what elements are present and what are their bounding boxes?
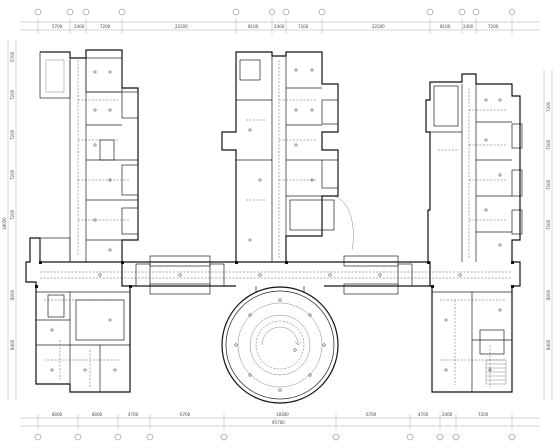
dim-bottom-4: 18300 xyxy=(276,412,289,417)
dim-bottom-1: 8000 xyxy=(92,412,103,417)
dim-right-0: 7200 xyxy=(546,101,551,112)
dim-top-5: 2400 xyxy=(274,24,285,29)
dim-right-4: 8000 xyxy=(546,289,551,300)
main-corridor xyxy=(40,255,512,295)
dim-left-1: 7200 xyxy=(10,89,15,100)
dim-top-10: 7200 xyxy=(488,24,499,29)
right-wing xyxy=(425,73,523,393)
bottom-ticks xyxy=(37,414,513,430)
center-wing xyxy=(221,51,354,263)
circular-hall-fixtures xyxy=(234,298,326,392)
dim-bottom-7: 2400 xyxy=(442,412,453,417)
dim-right-5: 8400 xyxy=(546,339,551,350)
left-wing xyxy=(25,49,139,393)
dim-bottom-3: 6700 xyxy=(180,412,191,417)
dim-bottom-6: 4700 xyxy=(418,412,429,417)
dimension-lines xyxy=(7,8,553,441)
dim-top-0: 5700 xyxy=(52,24,63,29)
top-dimension-text: 5700 2400 7200 22200 8100 2400 7200 2220… xyxy=(52,24,499,29)
dim-right-2: 7200 xyxy=(546,179,551,190)
top-ticks xyxy=(37,18,513,34)
dim-left-3: 7200 xyxy=(10,169,15,180)
circular-hall xyxy=(221,286,339,404)
dim-top-1: 2400 xyxy=(74,24,85,29)
dim-top-6: 7200 xyxy=(298,24,309,29)
axis-bubbles-bottom xyxy=(34,433,516,441)
dim-left-7: 8400 xyxy=(10,339,15,350)
column-marks xyxy=(35,261,514,288)
dim-bottom-5: 6700 xyxy=(366,412,377,417)
dim-bottom-8: 7200 xyxy=(478,412,489,417)
left-wing-fixtures xyxy=(50,70,117,372)
dim-top-8: 8100 xyxy=(440,24,451,29)
dim-bottom-0: 8000 xyxy=(52,412,63,417)
dim-left-2: 7200 xyxy=(10,129,15,140)
dim-left-6: 8000 xyxy=(10,289,15,300)
axis-bubbles-top xyxy=(34,8,516,16)
dim-top-2: 7200 xyxy=(100,24,111,29)
dim-right-1: 7200 xyxy=(546,139,551,150)
dim-right-3: 7200 xyxy=(546,219,551,230)
corridor-fixtures xyxy=(98,273,462,277)
dim-bottom-total: 95700 xyxy=(272,420,285,425)
dim-left-4: 7200 xyxy=(10,209,15,220)
left-dimension-text: 5700 7200 7200 7200 7200 18000 8000 8400 xyxy=(2,51,15,350)
dim-top-3: 22200 xyxy=(175,24,188,29)
center-wing-fixtures xyxy=(248,68,314,242)
right-dimension-text: 7200 7200 7200 7200 8000 8400 xyxy=(546,101,551,350)
dim-top-4: 8100 xyxy=(248,24,259,29)
dim-top-9: 2400 xyxy=(463,24,474,29)
dim-left-0: 5700 xyxy=(10,51,15,62)
bottom-dimension-text: 8000 8000 4700 6700 18300 6700 4700 2400… xyxy=(52,412,489,425)
right-stair xyxy=(485,359,507,385)
dim-top-7: 22200 xyxy=(372,24,385,29)
dim-bottom-2: 4700 xyxy=(128,412,139,417)
right-wing-fixtures xyxy=(444,98,502,372)
dim-left-5: 18000 xyxy=(2,217,7,230)
